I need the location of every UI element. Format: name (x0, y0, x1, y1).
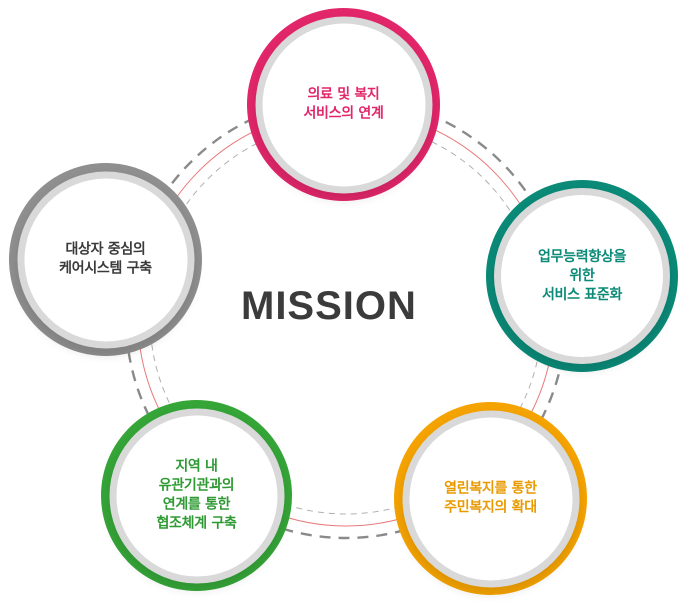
node-label: 지역 내 유관기관과의 연계를 통한 협조체계 구축 (156, 458, 237, 532)
node-face: 대상자 중심의 케어시스템 구축 (24, 178, 187, 341)
node-care-system: 대상자 중심의 케어시스템 구축 (9, 163, 202, 356)
node-local-cooperation: 지역 내 유관기관과의 연계를 통한 협조체계 구축 (101, 400, 292, 591)
node-open-welfare: 열린복지를 통한 주민복지의 확대 (394, 402, 587, 595)
mission-title: MISSION (241, 284, 417, 328)
node-label: 열린복지를 통한 주민복지의 확대 (444, 480, 537, 516)
node-medical-welfare: 의료 및 복지 서비스의 연계 (247, 8, 440, 201)
node-face: 업무능력향상을 위한 서비스 표준화 (501, 195, 663, 357)
node-face: 열린복지를 통한 주민복지의 확대 (409, 417, 572, 580)
node-label: 업무능력향상을 위한 서비스 표준화 (537, 248, 627, 303)
node-label: 의료 및 복지 서비스의 연계 (303, 86, 384, 122)
node-face: 의료 및 복지 서비스의 연계 (262, 23, 425, 186)
node-service-standard: 업무능력향상을 위한 서비스 표준화 (486, 180, 678, 372)
node-label: 대상자 중심의 케어시스템 구축 (59, 241, 152, 277)
node-face: 지역 내 유관기관과의 연계를 통한 협조체계 구축 (116, 415, 277, 576)
